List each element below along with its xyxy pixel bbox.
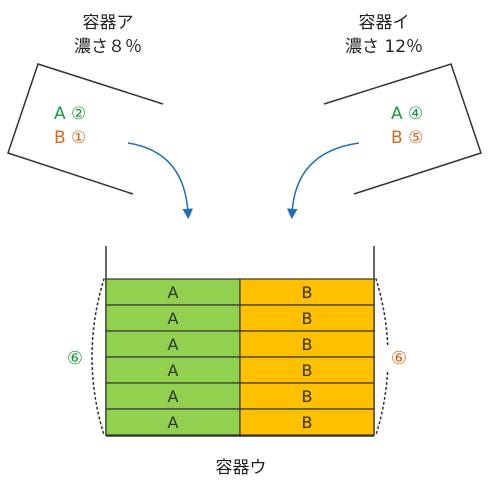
cell-b-label: B: [302, 361, 313, 380]
cell-a-5: [105, 382, 241, 410]
cell-b-3: [239, 330, 375, 358]
cell-b-label: B: [302, 283, 313, 302]
cell-b-2: [239, 304, 375, 332]
container-a-concentration: 濃さ８％: [74, 37, 142, 57]
cell-b-label: B: [302, 387, 313, 406]
right-dotted-bracket: [375, 278, 389, 436]
left-count-label: ⑥: [67, 348, 83, 369]
container-i-title: 容器イ: [359, 13, 410, 33]
container-a-outline: [7, 63, 164, 195]
right-count-label: ⑥: [391, 348, 407, 369]
cell-a-3: [105, 330, 241, 358]
arrow-from-container-i: [287, 142, 360, 220]
container-i-concentration: 濃さ 12％: [345, 37, 423, 57]
container-a-parts-b: B ①: [54, 128, 86, 148]
cell-a-label: A: [168, 413, 179, 432]
cell-b-5: [239, 382, 375, 410]
cell-b-4: [239, 356, 375, 384]
container-a-parts-a: A ②: [54, 104, 86, 124]
container-i-parts-a: A ④: [391, 104, 423, 124]
left-dotted-bracket: [91, 278, 105, 436]
arrow-from-container-a: [127, 142, 193, 220]
cell-a-6: [105, 408, 241, 436]
container-i-outline: [323, 63, 482, 195]
cell-a-label: A: [168, 361, 179, 380]
cell-a-4: [105, 356, 241, 384]
container-i-parts-b: B ⑤: [391, 128, 423, 148]
cell-a-2: [105, 304, 241, 332]
cell-b-label: B: [302, 335, 313, 354]
container-a-title: 容器ア: [83, 13, 134, 33]
cell-a-label: A: [168, 387, 179, 406]
cell-b-label: B: [302, 309, 313, 328]
cell-a-1: [105, 278, 241, 306]
cell-b-6: [239, 408, 375, 436]
cell-a-label: A: [168, 283, 179, 302]
container-u-rows: A B A B A B A B A B A B: [105, 278, 375, 436]
cell-a-label: A: [168, 309, 179, 328]
cell-b-label: B: [302, 413, 313, 432]
container-u-title: 容器ウ: [216, 458, 267, 478]
cell-a-label: A: [168, 335, 179, 354]
